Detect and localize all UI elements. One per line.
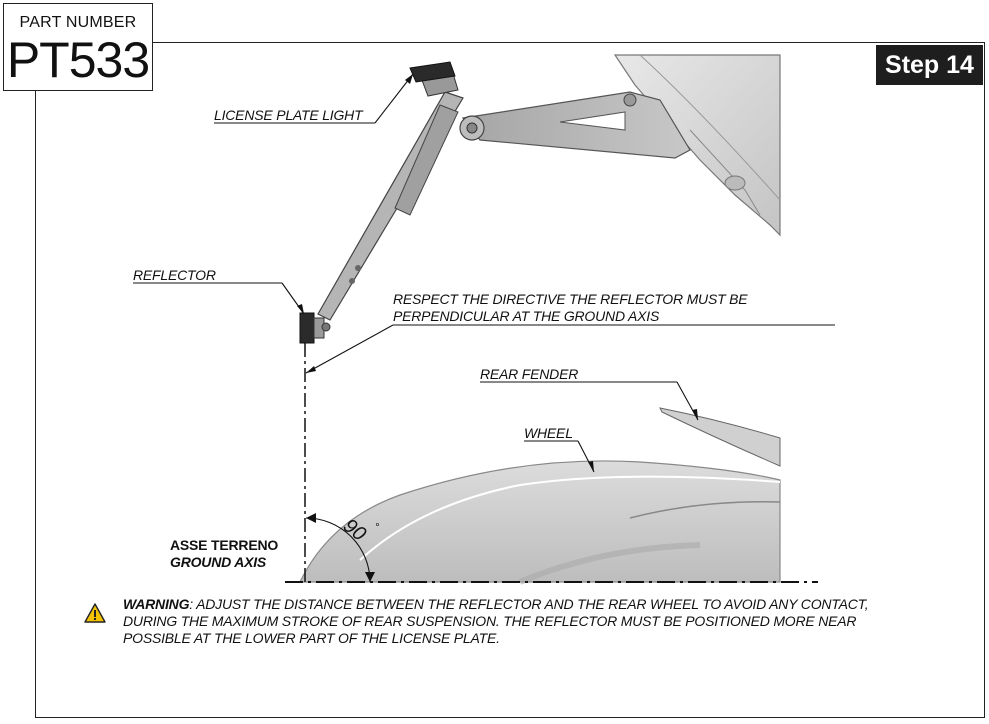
ground-axis-label: GROUND AXIS — [170, 554, 267, 570]
warning-line-1: : ADJUST THE DISTANCE BETWEEN THE REFLEC… — [189, 596, 869, 612]
instruction-frame — [35, 42, 985, 718]
directive-line-2: PERPENDICULAR AT THE GROUND AXIS — [393, 308, 660, 324]
step-badge: Step 14 — [876, 45, 983, 85]
leader-arrowheads — [297, 74, 698, 472]
leader-lines — [133, 73, 835, 473]
reflector — [299, 312, 331, 344]
warning-triangle-icon — [84, 603, 106, 623]
part-number-box: PART NUMBER PT533 — [3, 3, 153, 91]
reflector-label: REFLECTOR — [133, 267, 216, 283]
license-plate-holder — [317, 61, 464, 321]
warning-line-2: DURING THE MAXIMUM STROKE OF REAR SUSPEN… — [123, 613, 857, 629]
warning-head: WARNING — [123, 596, 190, 612]
part-number-value: PT533 — [6, 32, 150, 88]
directive-line-1: RESPECT THE DIRECTIVE THE REFLECTOR MUST… — [393, 291, 748, 307]
asse-terreno-label: ASSE TERRENO — [170, 537, 279, 553]
angle-arc — [305, 517, 371, 583]
warning-line-3: POSSIBLE AT THE LOWER PART OF THE LICENS… — [123, 630, 500, 646]
rear-fender — [659, 407, 781, 467]
mount-bracket — [459, 91, 691, 159]
wheel-label: WHEEL — [524, 425, 573, 441]
license-plate-light-label: LICENSE PLATE LIGHT — [214, 107, 363, 123]
rear-fender-label: REAR FENDER — [480, 366, 579, 382]
angle-unit: ° — [370, 521, 381, 533]
warning-text: WARNING: ADJUST THE DISTANCE BETWEEN THE… — [123, 596, 953, 647]
rear-wheel — [299, 460, 781, 585]
part-number-label: PART NUMBER — [19, 14, 137, 31]
